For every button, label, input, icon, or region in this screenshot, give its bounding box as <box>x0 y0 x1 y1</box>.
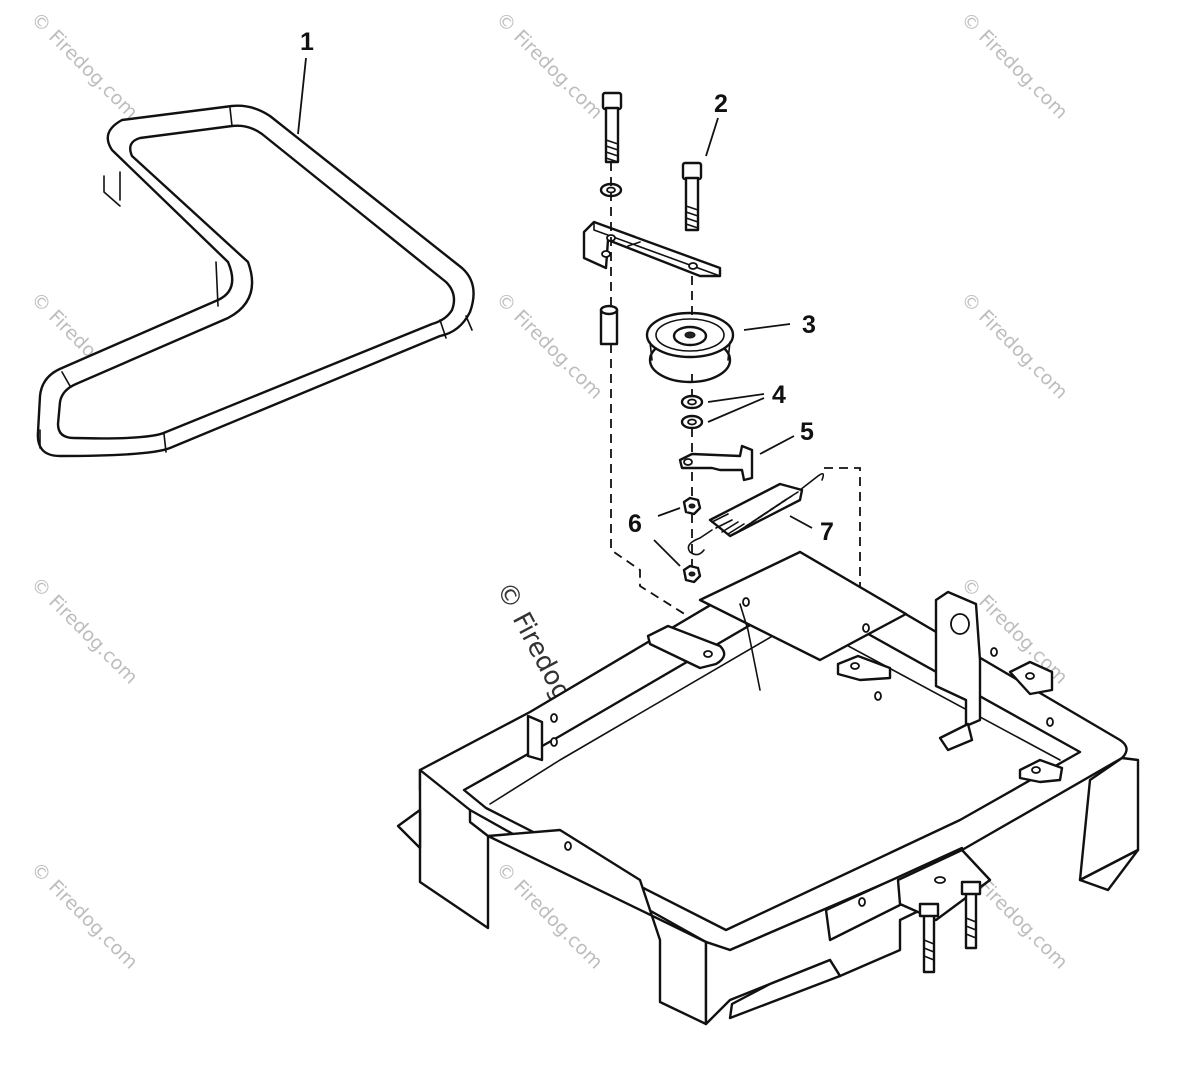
callout-2: 2 <box>714 90 728 118</box>
watermark-top-left: © Firedog.com <box>26 8 141 123</box>
washer-upper <box>680 394 704 410</box>
callout-7: 7 <box>820 518 834 546</box>
leader-3 <box>743 323 791 331</box>
nut-lower <box>682 564 702 584</box>
bolt-left <box>601 91 623 164</box>
bolt-right <box>681 161 703 232</box>
leader-2 <box>705 117 719 157</box>
leader-1 <box>297 57 307 135</box>
watermark-bottom-left: © Firedog.com <box>26 858 141 973</box>
callout-leaders <box>297 57 813 567</box>
watermark-top-center: © Firedog.com <box>491 8 606 123</box>
leader-7 <box>789 515 813 529</box>
leader-4a <box>707 393 765 403</box>
watermark-mid-right: © Firedog.com <box>956 288 1071 403</box>
nut-upper <box>682 496 702 516</box>
callout-6: 6 <box>628 510 642 538</box>
leader-4b <box>707 397 765 423</box>
spacer <box>599 304 619 346</box>
washer-lower <box>680 414 704 430</box>
spring-bracket <box>678 444 754 482</box>
leader-5 <box>759 435 795 455</box>
callout-5: 5 <box>800 418 814 446</box>
watermark-low-left: © Firedog.com <box>26 573 141 688</box>
extension-spring <box>687 472 825 556</box>
mower-frame <box>396 550 1140 1026</box>
callout-1: 1 <box>300 28 314 56</box>
callout-3: 3 <box>802 311 816 339</box>
watermark-mid-center: © Firedog.com <box>491 288 606 403</box>
idler-bracket <box>582 220 722 278</box>
idler-pulley <box>645 311 735 384</box>
leader-6b <box>653 539 681 567</box>
callout-4: 4 <box>772 381 786 409</box>
watermark-top-right: © Firedog.com <box>956 8 1071 123</box>
v-belt <box>36 104 475 458</box>
leader-6a <box>657 507 681 517</box>
callout-labels: 1 2 3 4 5 6 7 <box>300 28 834 546</box>
